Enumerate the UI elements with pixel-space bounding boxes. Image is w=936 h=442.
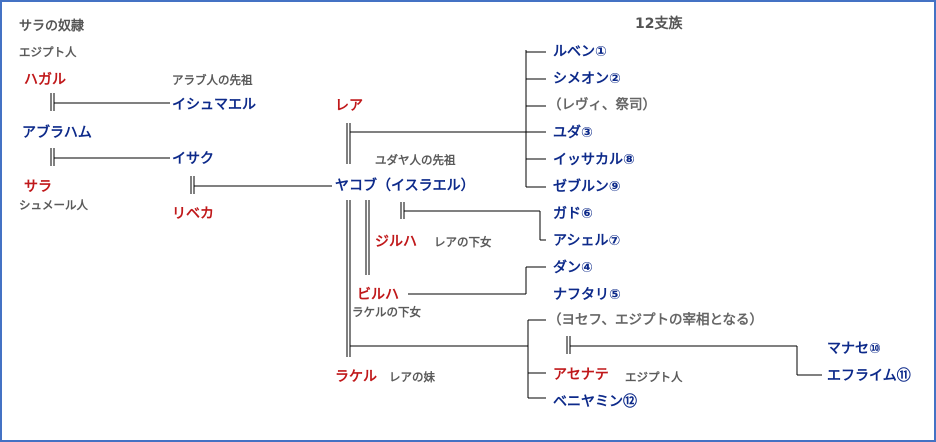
- note-leah-maid: レアの下女: [434, 235, 492, 249]
- tribe-joseph: （ヨセフ、エジプトの宰相となる）: [548, 312, 764, 328]
- person-asenath: アセナテ: [553, 367, 609, 383]
- tribe-gad: ガド⑥: [553, 206, 593, 222]
- person-hagar: ハガル: [24, 72, 66, 88]
- tribe-judah: ユダ③: [553, 125, 593, 141]
- person-rebekah: リベカ: [172, 206, 214, 222]
- tribe-simeon: シメオン②: [553, 71, 621, 87]
- person-rachel: ラケル: [335, 369, 377, 385]
- person-zilpah: ジルハ: [375, 234, 417, 250]
- tribe-reuben: ルベン①: [553, 44, 607, 60]
- note-sumer: シュメール人: [19, 198, 88, 212]
- person-abraham: アブラハム: [22, 125, 92, 141]
- note-egypt-asenath: エジプト人: [625, 370, 683, 384]
- person-sarah: サラ: [24, 179, 52, 195]
- person-jacob: ヤコブ（イスラエル）: [335, 178, 475, 194]
- note-leah-sister: レアの妹: [389, 370, 435, 384]
- person-ishmael: イシュマエル: [172, 97, 256, 113]
- person-isaac: イサク: [172, 151, 214, 167]
- note-jew-ancestor: ユダヤ人の先祖: [375, 153, 456, 167]
- tribe-asher: アシェル⑦: [553, 233, 621, 249]
- tribe-dan: ダン④: [553, 260, 593, 276]
- tribe-levi: （レヴィ、祭司）: [548, 97, 656, 113]
- person-leah: レア: [335, 98, 363, 114]
- tribe-manasseh: マナセ⑩: [827, 341, 881, 357]
- tribe-naphtali: ナフタリ⑤: [553, 287, 621, 303]
- person-bilhah: ビルハ: [357, 287, 399, 303]
- tribe-ephraim: エフライム⑪: [827, 368, 911, 384]
- sarah-slave-label: サラの奴隷: [19, 19, 85, 34]
- note-rachel-maid: ラケルの下女: [352, 305, 421, 319]
- note-egypt-top: エジプト人: [19, 45, 77, 59]
- tribe-benjamin: ベニヤミン⑫: [553, 394, 637, 410]
- tribes-title: 12支族: [635, 16, 683, 32]
- note-arab-ancestor: アラブ人の先祖: [172, 73, 253, 87]
- tribe-zebulun: ゼブルン⑨: [553, 179, 621, 195]
- tribe-issachar: イッサカル⑧: [553, 152, 635, 168]
